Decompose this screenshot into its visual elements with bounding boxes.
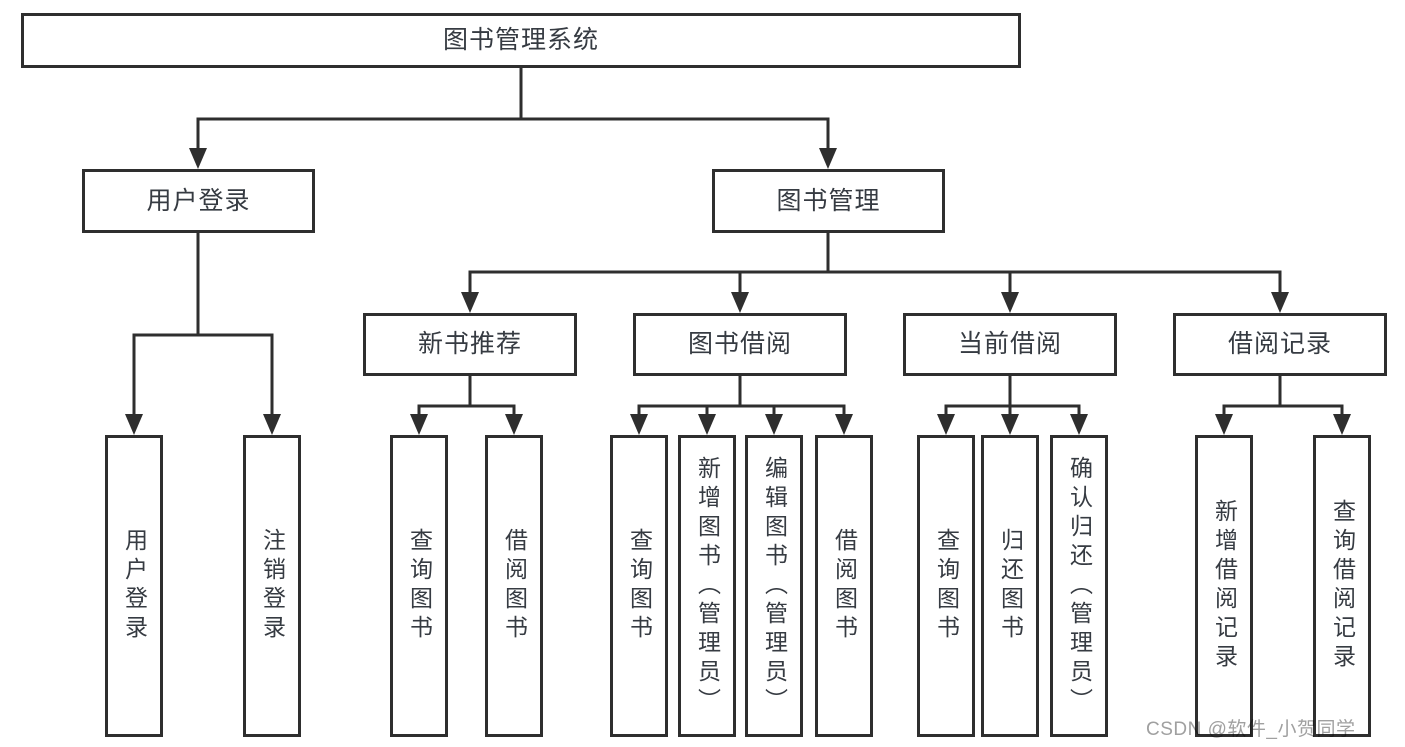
node-label: 新书推荐: [417, 330, 522, 358]
leaf-return-books: 归还图书: [981, 435, 1039, 737]
node-label: 查询借阅记录: [1329, 499, 1356, 673]
leaf-logout: 注销登录: [243, 435, 301, 737]
leaf-add-book-admin: 新增图书（管理员）: [678, 435, 736, 737]
csdn-watermark: CSDN @软件_小贺同学: [1146, 719, 1356, 740]
leaf-borrow-books-borrowing: 借阅图书: [815, 435, 873, 737]
leaf-confirm-return-admin: 确认归还（管理员）: [1050, 435, 1108, 737]
node-book-management: 图书管理: [712, 169, 945, 233]
node-label: 用户登录: [121, 528, 148, 644]
node-label: 查询图书: [626, 528, 653, 644]
node-label: 归还图书: [997, 528, 1024, 644]
leaf-edit-book-admin: 编辑图书（管理员）: [745, 435, 803, 737]
node-book-borrowing: 图书借阅: [633, 313, 847, 376]
leaf-user-login: 用户登录: [105, 435, 163, 737]
node-label: 新增借阅记录: [1211, 499, 1238, 673]
node-label: 借阅图书: [501, 528, 528, 644]
node-borrowing-records: 借阅记录: [1173, 313, 1387, 376]
node-label: 新增图书（管理员）: [694, 455, 721, 717]
node-label: 借阅图书: [831, 528, 858, 644]
node-label: 注销登录: [259, 528, 286, 644]
node-label: 当前借阅: [957, 330, 1062, 358]
node-new-book-recommendation: 新书推荐: [363, 313, 577, 376]
leaf-add-borrow-record: 新增借阅记录: [1195, 435, 1253, 737]
node-label: 图书管理: [776, 186, 881, 215]
node-label: 用户登录: [146, 186, 251, 215]
leaf-borrow-books-recommend: 借阅图书: [485, 435, 543, 737]
leaf-query-books-borrowing: 查询图书: [610, 435, 668, 737]
leaf-query-borrow-record: 查询借阅记录: [1313, 435, 1371, 737]
node-current-borrowing: 当前借阅: [903, 313, 1117, 376]
arrowheads: [125, 148, 1351, 435]
node-label: 图书管理系统: [442, 26, 599, 54]
node-user-login: 用户登录: [82, 169, 315, 233]
node-label: 查询图书: [406, 528, 433, 644]
node-label: 查询图书: [933, 528, 960, 644]
node-label: 编辑图书（管理员）: [761, 455, 788, 717]
leaf-query-books-recommend: 查询图书: [390, 435, 448, 737]
leaf-query-books-current: 查询图书: [917, 435, 975, 737]
node-label: 图书借阅: [687, 330, 792, 358]
node-label: 确认归还（管理员）: [1066, 455, 1093, 717]
node-label: 借阅记录: [1227, 330, 1332, 358]
node-library-system-root: 图书管理系统: [21, 13, 1021, 68]
